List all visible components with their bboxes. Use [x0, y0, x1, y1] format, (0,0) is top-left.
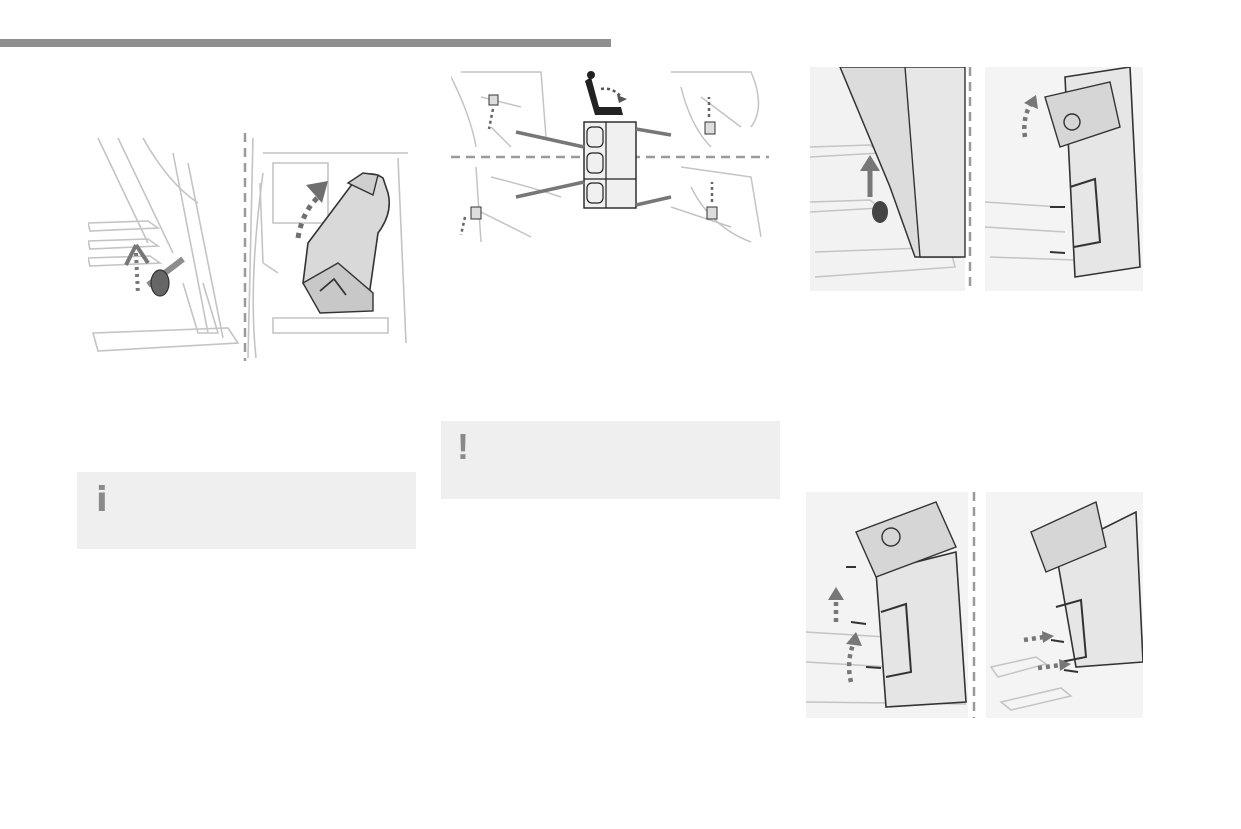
lift-arrow-icon — [1022, 95, 1038, 138]
pull-latch-arrow-icon — [124, 243, 185, 297]
seat-position-diagram — [451, 67, 769, 249]
tilt-seat-arrow-icon — [295, 181, 328, 239]
header-rule — [0, 39, 611, 47]
push-arrow-icon — [1023, 631, 1071, 671]
seat-folded-release-illustration — [810, 67, 1143, 291]
warning-note-box: ! — [441, 421, 780, 499]
warning-icon: ! — [457, 426, 469, 467]
release-handle-icon — [459, 94, 718, 236]
pull-up-arrow-icon — [860, 155, 880, 197]
info-icon: i — [96, 480, 108, 520]
info-note-box: i — [77, 472, 416, 549]
seat-symbol-icon — [585, 71, 627, 115]
seat-refit-illustration — [806, 492, 1143, 718]
lift-arrow-icon — [828, 587, 862, 683]
seat-tilt-illustration — [88, 133, 414, 361]
